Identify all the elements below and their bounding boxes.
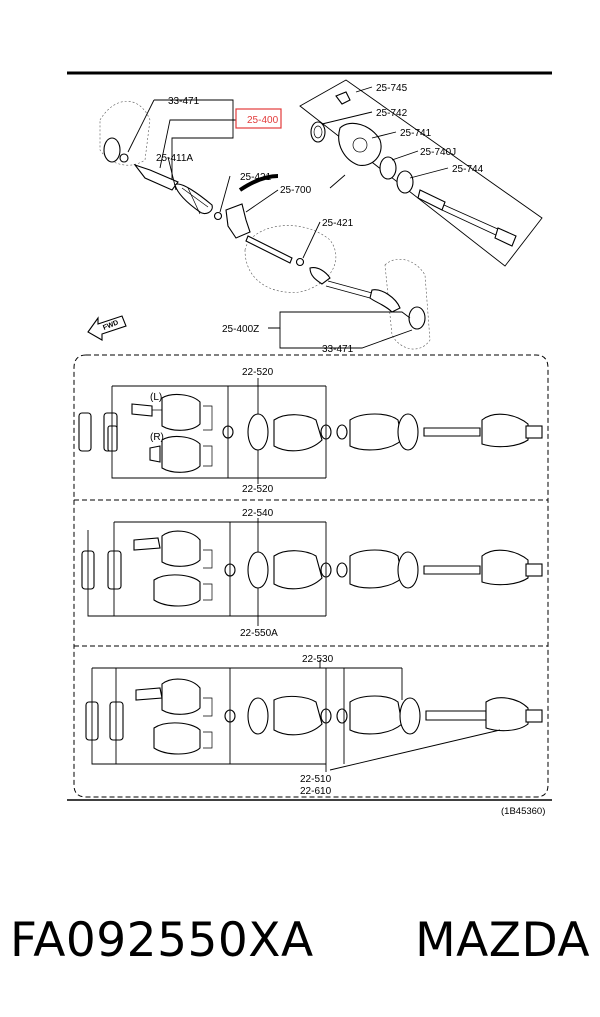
kit-section-2 <box>81 518 543 626</box>
kit-section-3 <box>85 660 543 772</box>
label-25-421-a: 25-421 <box>240 172 272 183</box>
fwd-arrow-icon <box>87 315 127 341</box>
label-25-411a: 25-411A <box>156 153 193 164</box>
label-22-520-top: 22-520 <box>242 367 274 378</box>
label-22-520-bottom: 22-520 <box>242 484 274 495</box>
label-25-700: 25-700 <box>280 185 312 196</box>
label-22-610: 22-610 <box>300 786 332 797</box>
brand-name: MAZDA <box>415 912 590 968</box>
bearing-inset <box>299 79 543 267</box>
driveshaft-assembly-top <box>99 99 431 350</box>
label-33-471-top: 33-471 <box>168 96 200 107</box>
parts-diagram: 33-471 25-400 25-411A 25-421 25-700 25-4… <box>67 71 552 817</box>
label-25-740j: 25-740J <box>420 147 456 158</box>
label-22-530: 22-530 <box>302 654 334 665</box>
footer: FA092550XA MAZDA <box>10 905 590 975</box>
label-22-510: 22-510 <box>300 774 332 785</box>
label-L: (L) <box>150 392 162 403</box>
label-25-741: 25-741 <box>400 128 432 139</box>
label-R: (R) <box>150 432 164 443</box>
label-25-400: 25-400 <box>247 115 279 126</box>
highlight-box <box>235 108 282 129</box>
label-22-540: 22-540 <box>242 508 274 519</box>
kit-section-1 <box>78 378 543 484</box>
label-25-744: 25-744 <box>452 164 484 175</box>
label-25-421-b: 25-421 <box>322 218 354 229</box>
kit-frame <box>73 354 549 798</box>
label-25-745: 25-745 <box>376 83 408 94</box>
label-22-550a: 22-550A <box>240 628 278 639</box>
part-number: FA092550XA <box>10 912 314 968</box>
label-25-400z: 25-400Z <box>222 324 259 335</box>
label-25-742: 25-742 <box>376 108 408 119</box>
diagram-reference: (1B45360) <box>501 806 545 817</box>
label-33-471-bottom: 33-471 <box>322 344 354 355</box>
